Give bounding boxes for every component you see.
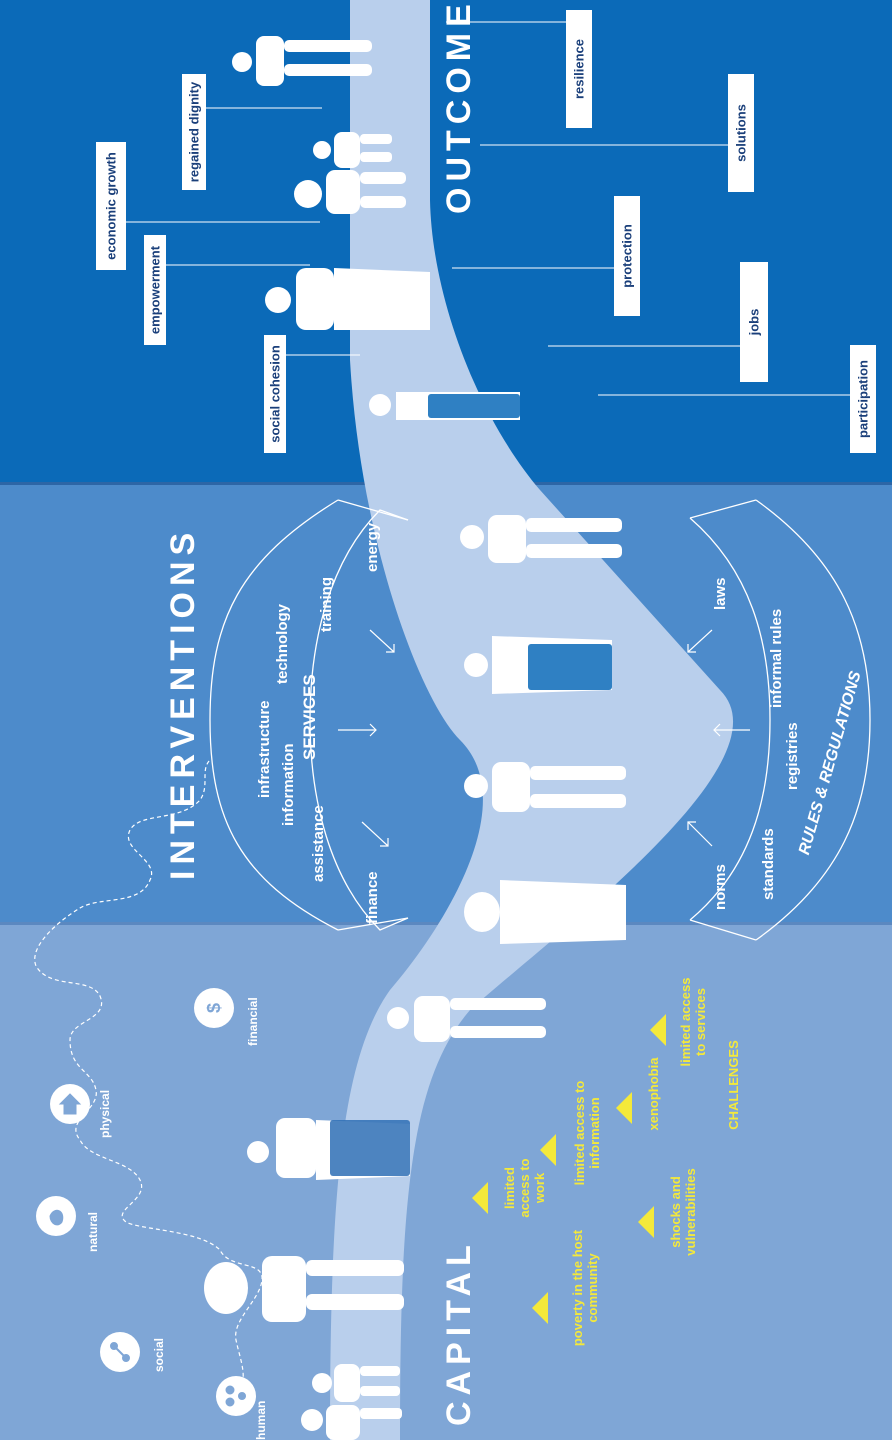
outcome-participation: participation [850, 345, 876, 453]
pattern-accent [528, 644, 612, 690]
outcome-jobs: jobs [740, 262, 768, 382]
challenge-poverty: poverty in the host community [570, 1228, 600, 1348]
challenge-work: limited access to work [502, 1148, 547, 1228]
outcome-protection: protection [614, 196, 640, 316]
svg-text:$: $ [204, 1003, 224, 1013]
outcome-solutions: solutions [728, 74, 754, 192]
warning-icon [638, 1206, 654, 1238]
service-assistance: assistance [310, 805, 327, 882]
human-capital-icon [216, 1376, 256, 1416]
warning-icon [472, 1182, 488, 1214]
rule-informal-rules: informal rules [768, 609, 785, 708]
rule-standards: standards [760, 828, 777, 900]
outcome-social-cohesion: social cohesion [264, 335, 286, 453]
challenge-xenophobia: xenophobia [646, 1054, 661, 1134]
capital-icon-glyphs: $ [50, 1003, 246, 1406]
service-infrastructure: infrastructure [256, 700, 273, 798]
service-finance: finance [364, 871, 381, 924]
outcome-empowerment: empowerment [144, 235, 166, 345]
section-title-interventions: INTERVENTIONS [164, 527, 203, 880]
person-figure [265, 268, 430, 330]
rule-registries: registries [784, 722, 801, 790]
warning-icon [532, 1292, 548, 1324]
challenge-services: limited access to services [678, 972, 708, 1072]
challenge-shocks: shocks and vulnerabilities [668, 1162, 698, 1262]
capital-label-social: social [152, 1338, 166, 1372]
warning-icons [462, 1014, 666, 1440]
capital-label-physical: physical [98, 1090, 112, 1138]
outcome-economic-growth: economic growth [96, 142, 126, 270]
pattern-accent [428, 394, 520, 418]
section-title-capital: CAPITAL [440, 1239, 479, 1426]
rule-laws: laws [712, 577, 729, 610]
challenge-information: limited access to information [572, 1078, 602, 1188]
section-title-outcomes: OUTCOMES [440, 0, 479, 214]
pattern-accent [330, 1120, 410, 1176]
service-technology: technology [274, 604, 291, 684]
capital-label-human: human [254, 1401, 268, 1440]
outcome-resilience: resilience [566, 10, 592, 128]
service-energy: energy [364, 523, 381, 572]
warning-icon [616, 1092, 632, 1124]
rule-norms: norms [712, 864, 729, 910]
service-training: training [318, 577, 335, 632]
services-title: SERVICES [300, 674, 320, 760]
capital-icons [36, 988, 256, 1416]
service-information: information [280, 744, 297, 827]
capital-label-natural: natural [86, 1212, 100, 1252]
capital-label-financial: financial [246, 997, 260, 1046]
outcome-regained-dignity: regained dignity [182, 74, 206, 190]
challenges-title: CHALLENGES [726, 1030, 741, 1140]
warning-icon [650, 1014, 666, 1046]
